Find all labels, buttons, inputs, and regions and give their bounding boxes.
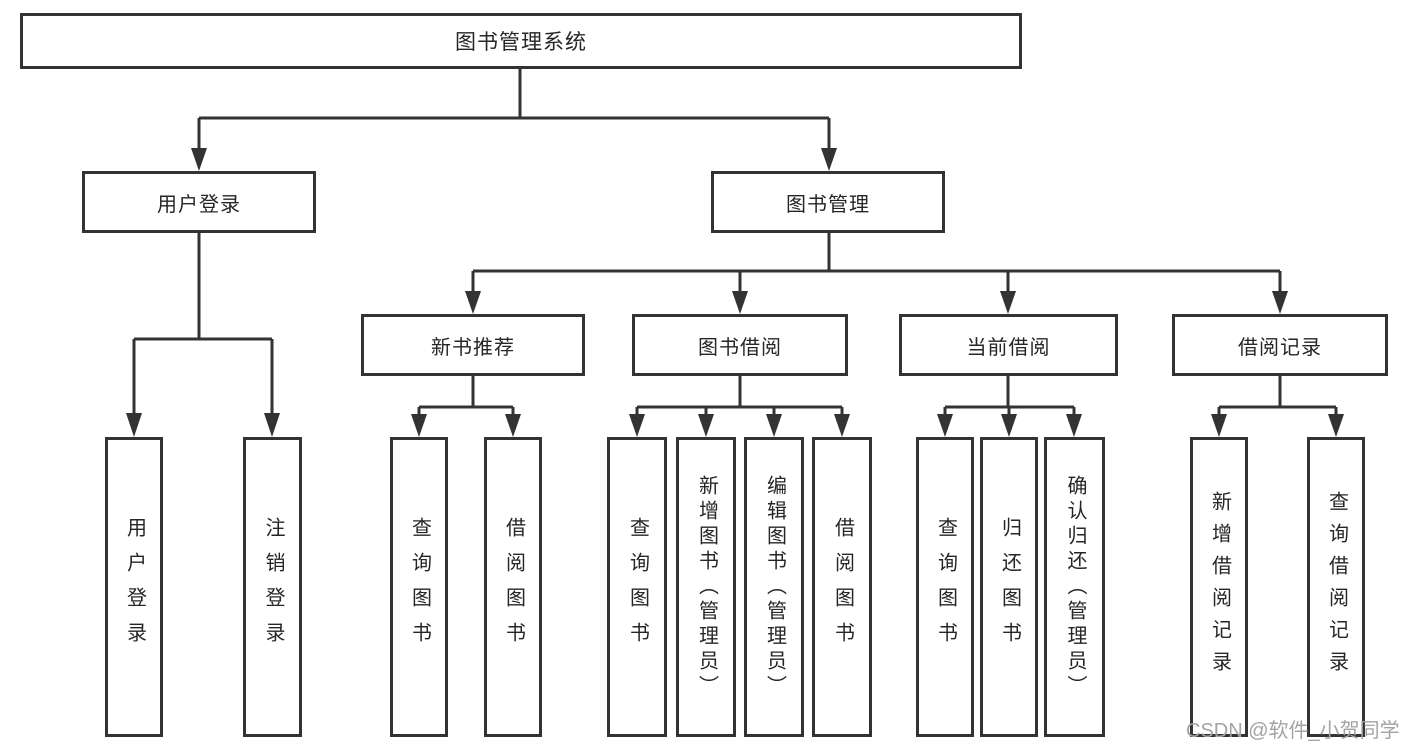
leaf-query-books-borrow: 查询图书 xyxy=(607,437,667,737)
leaf-query-books-current-label: 查询图书 xyxy=(934,517,957,657)
node-user-login: 用户登录 xyxy=(82,171,316,233)
leaf-add-borrow-record-label: 新增借阅记录 xyxy=(1208,491,1231,683)
csdn-watermark: CSDN @软件_小贺同学 xyxy=(1186,720,1400,742)
leaf-borrow-books-recommend: 借阅图书 xyxy=(484,437,542,737)
leaf-return-books: 归还图书 xyxy=(980,437,1038,737)
node-library-management-system: 图书管理系统 xyxy=(20,13,1022,69)
node-book-management: 图书管理 xyxy=(711,171,945,233)
leaf-borrow-books-recommend-label: 借阅图书 xyxy=(502,517,525,657)
leaf-borrow-books-label: 借阅图书 xyxy=(831,517,854,657)
leaf-return-books-label: 归还图书 xyxy=(998,517,1021,657)
leaf-edit-books-admin-label: 编辑图书（管理员） xyxy=(763,474,786,700)
node-new-book-recommendation: 新书推荐 xyxy=(361,314,585,376)
leaf-confirm-return-admin: 确认归还（管理员） xyxy=(1044,437,1105,737)
leaf-logout: 注销登录 xyxy=(243,437,302,737)
leaf-user-login: 用户登录 xyxy=(105,437,163,737)
node-book-borrowing: 图书借阅 xyxy=(632,314,848,376)
leaf-query-borrow-record-label: 查询借阅记录 xyxy=(1325,491,1348,683)
leaf-logout-label: 注销登录 xyxy=(262,517,284,657)
leaf-confirm-return-admin-label: 确认归还（管理员） xyxy=(1064,474,1086,700)
leaf-user-login-label: 用户登录 xyxy=(123,517,146,657)
node-current-borrowing: 当前借阅 xyxy=(899,314,1118,376)
leaf-query-books-recommend-label: 查询图书 xyxy=(408,517,431,657)
leaf-query-books-recommend: 查询图书 xyxy=(390,437,448,737)
leaf-borrow-books: 借阅图书 xyxy=(812,437,872,737)
leaf-add-borrow-record: 新增借阅记录 xyxy=(1190,437,1248,737)
leaf-query-borrow-record: 查询借阅记录 xyxy=(1307,437,1365,737)
leaf-query-books-current: 查询图书 xyxy=(916,437,974,737)
leaf-query-books-borrow-label: 查询图书 xyxy=(626,517,649,657)
leaf-add-books-admin-label: 新增图书（管理员） xyxy=(695,474,718,700)
leaf-edit-books-admin: 编辑图书（管理员） xyxy=(744,437,804,737)
leaf-add-books-admin: 新增图书（管理员） xyxy=(676,437,736,737)
node-borrowing-records: 借阅记录 xyxy=(1172,314,1388,376)
